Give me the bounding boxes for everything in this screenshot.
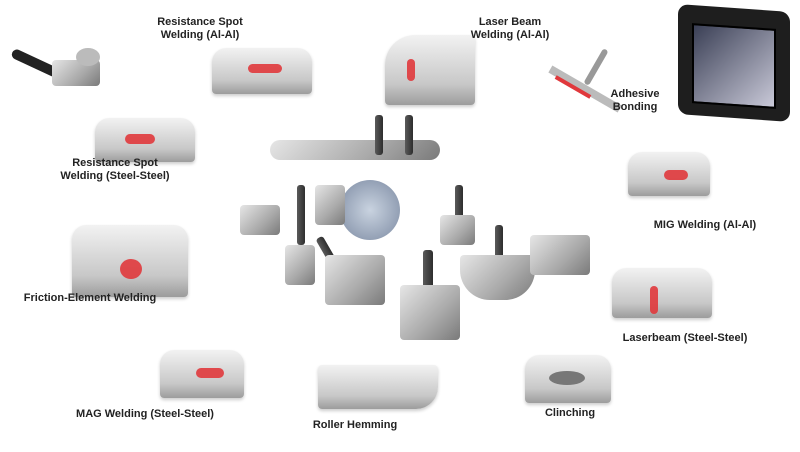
- sample-friction: [72, 225, 188, 297]
- label-clinching: Clinching: [544, 407, 596, 419]
- label-line: Resistance Spot: [72, 157, 158, 169]
- label-mig-al: MIG Welding (Al-Al): [653, 219, 757, 231]
- sample-mig-al: [628, 152, 710, 196]
- sample-rsw-al: [212, 48, 312, 94]
- ultrasonic-probe-image: [10, 30, 110, 90]
- sample-mag-steel: [160, 350, 244, 398]
- label-friction: Friction-Element Welding: [23, 292, 157, 304]
- label-mag-steel: MAG Welding (Steel-Steel): [76, 408, 214, 420]
- device-screen: [692, 23, 776, 109]
- label-line: Adhesive: [610, 88, 660, 100]
- sample-clinching: [525, 355, 611, 403]
- label-line: Welding (Al-Al): [160, 29, 240, 41]
- sample-rsw-steel: [95, 118, 195, 162]
- label-line: Welding (Steel-Steel): [60, 170, 170, 182]
- label-hemming: Roller Hemming: [312, 419, 398, 431]
- label-line: Bonding: [612, 101, 658, 113]
- label-line: Welding (Al-Al): [470, 29, 550, 41]
- sample-hemming: [318, 365, 438, 409]
- sample-laser-steel: [612, 268, 712, 318]
- label-laser-steel: Laserbeam (Steel-Steel): [622, 332, 748, 344]
- label-line: Resistance Spot: [157, 16, 243, 28]
- flaw-detector-device: [678, 4, 790, 122]
- sample-lbw-al: [385, 35, 475, 105]
- label-line: Laser Beam: [478, 16, 542, 28]
- central-probe-assembly: [205, 105, 605, 340]
